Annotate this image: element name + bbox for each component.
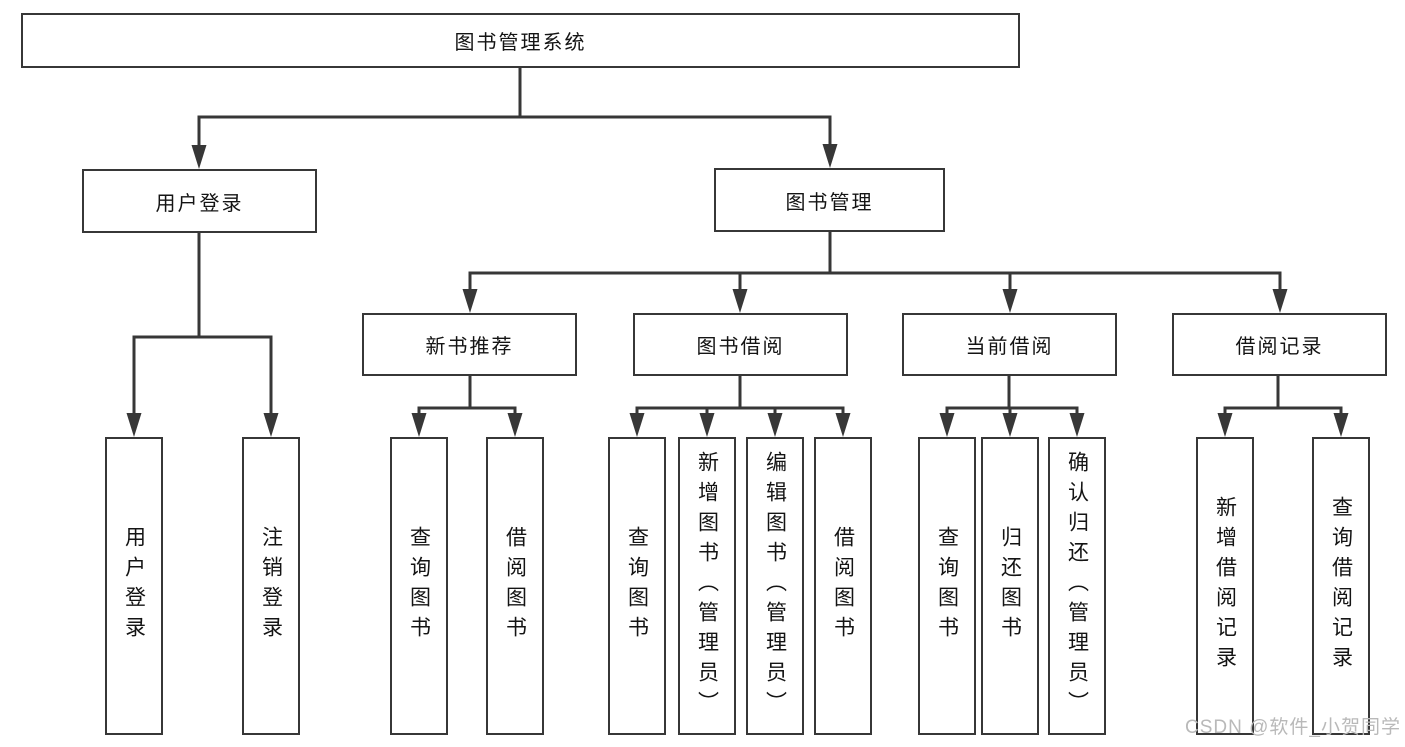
node-add-borrow-record: 新增借阅记录 xyxy=(1196,437,1254,735)
node-edit-books-admin-label: 编辑图书（管理员） xyxy=(763,451,787,721)
node-add-borrow-record-label: 新增借阅记录 xyxy=(1213,496,1237,676)
node-user-login-leaf-label: 用户登录 xyxy=(122,526,146,646)
node-confirm-return-admin: 确认归还（管理员） xyxy=(1048,437,1106,735)
node-book-borrow-label: 图书借阅 xyxy=(696,336,785,358)
node-return-books: 归还图书 xyxy=(981,437,1039,735)
node-query-books-under-current: 查询图书 xyxy=(918,437,976,735)
node-user-login-label: 用户登录 xyxy=(155,192,244,215)
node-query-borrow-record: 查询借阅记录 xyxy=(1312,437,1370,735)
node-borrow-records: 借阅记录 xyxy=(1172,313,1387,376)
node-borrow-books-under-recommend-label: 借阅图书 xyxy=(503,526,527,646)
node-query-borrow-record-label: 查询借阅记录 xyxy=(1329,496,1353,676)
node-query-books-under-recommend-label: 查询图书 xyxy=(407,526,431,646)
node-root-label: 图书管理系统 xyxy=(454,32,587,54)
node-root: 图书管理系统 xyxy=(21,13,1020,68)
node-query-books-under-borrow-label: 查询图书 xyxy=(625,526,649,646)
node-return-books-label: 归还图书 xyxy=(998,526,1022,646)
node-book-borrow: 图书借阅 xyxy=(633,313,848,376)
csdn-watermark: CSDN @软件_小贺同学 xyxy=(1185,717,1401,738)
node-query-books-under-borrow: 查询图书 xyxy=(608,437,666,735)
node-borrow-books-under-borrow-label: 借阅图书 xyxy=(831,526,855,646)
node-confirm-return-admin-label: 确认归还（管理员） xyxy=(1065,451,1089,721)
node-borrow-books-under-borrow: 借阅图书 xyxy=(814,437,872,735)
node-new-book-recommend-label: 新书推荐 xyxy=(425,336,514,358)
node-add-books-admin-label: 新增图书（管理员） xyxy=(695,451,719,721)
node-query-books-under-current-label: 查询图书 xyxy=(935,526,959,646)
node-query-books-under-recommend: 查询图书 xyxy=(390,437,448,735)
node-borrow-records-label: 借阅记录 xyxy=(1235,336,1324,358)
node-edit-books-admin: 编辑图书（管理员） xyxy=(746,437,804,735)
node-new-book-recommend: 新书推荐 xyxy=(362,313,577,376)
node-book-management: 图书管理 xyxy=(714,168,945,232)
node-book-management-label: 图书管理 xyxy=(785,191,874,214)
node-logout-label: 注销登录 xyxy=(259,526,283,646)
node-user-login: 用户登录 xyxy=(82,169,317,233)
node-borrow-books-under-recommend: 借阅图书 xyxy=(486,437,544,735)
node-add-books-admin: 新增图书（管理员） xyxy=(678,437,736,735)
node-user-login-leaf: 用户登录 xyxy=(105,437,163,735)
node-current-borrow-label: 当前借阅 xyxy=(965,336,1054,358)
node-current-borrow: 当前借阅 xyxy=(902,313,1117,376)
node-logout: 注销登录 xyxy=(242,437,300,735)
